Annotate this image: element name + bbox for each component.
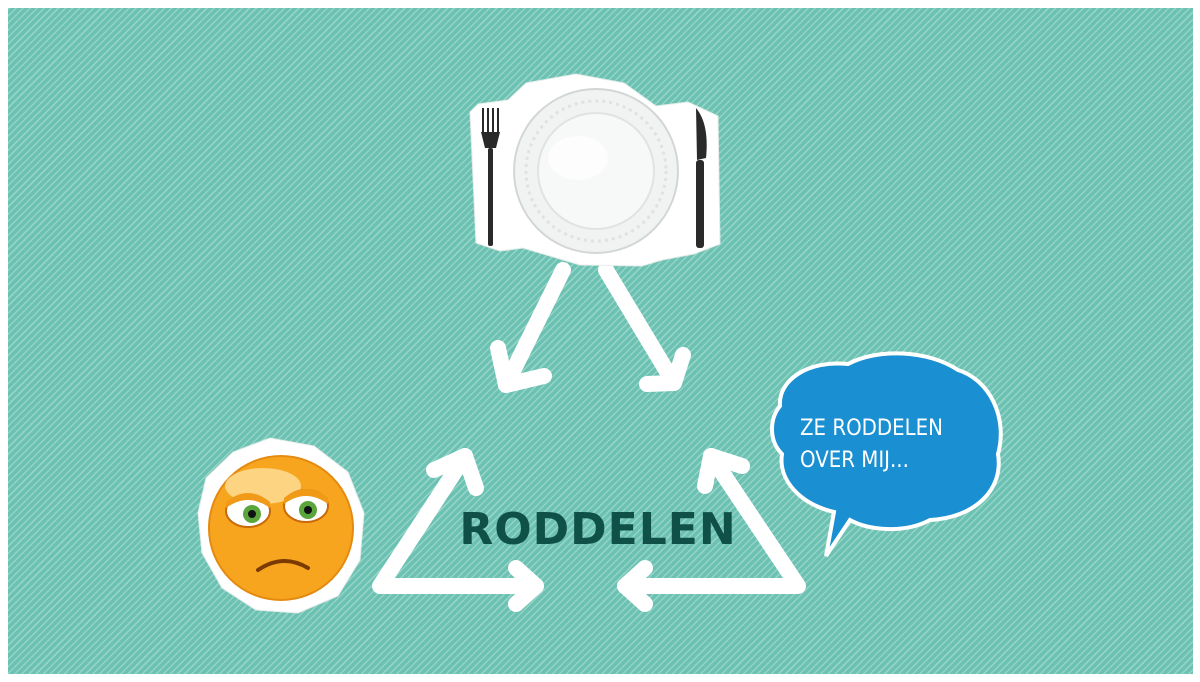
diagram-canvas: RODDELEN ZE RODDELEN OVER MIJ... <box>8 8 1193 674</box>
speech-bubble-icon <box>8 8 1193 674</box>
speech-bubble-line-2: OVER MIJ... <box>800 445 988 477</box>
speech-bubble-text: ZE RODDELEN OVER MIJ... <box>778 413 988 477</box>
center-label: RODDELEN <box>428 508 768 552</box>
speech-bubble-line-1: ZE RODDELEN <box>800 413 988 445</box>
